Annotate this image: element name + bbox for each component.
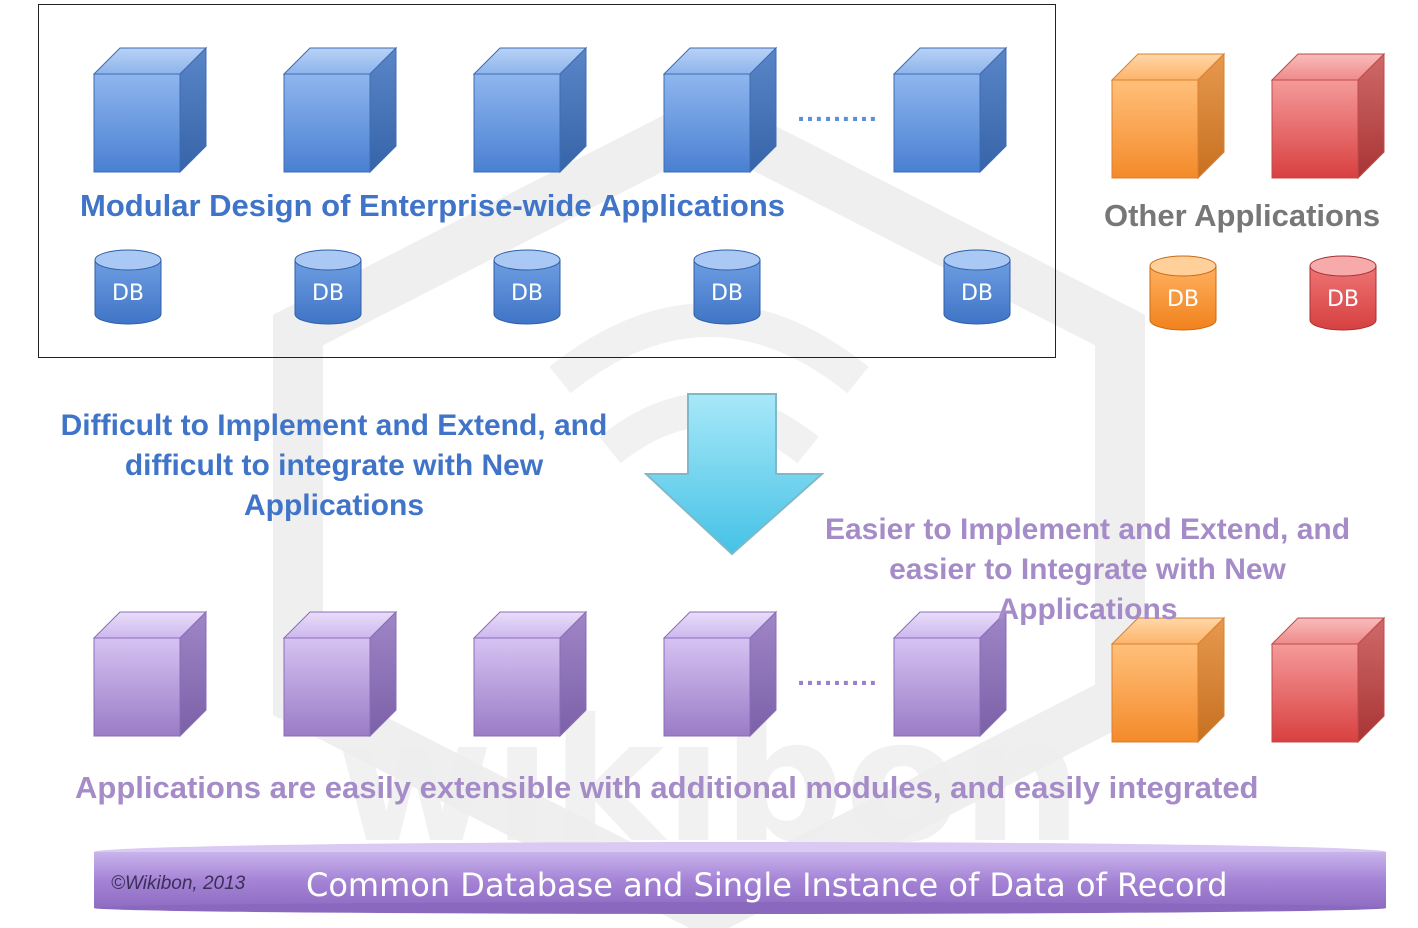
- down-arrow-icon: [644, 393, 824, 556]
- easier-note-line3: Applications: [997, 593, 1178, 626]
- common-database-label: Common Database and Single Instance of D…: [306, 866, 1228, 904]
- easier-note-line2: easier to Integrate with New: [889, 553, 1286, 586]
- easier-note-line1: Easier to Implement and Extend, and: [824, 513, 1351, 546]
- integrated-app-cube-orange: [1110, 616, 1226, 744]
- easier-note: Easier to Implement and Extend, and easi…: [790, 510, 1385, 630]
- difficult-note: Difficult to Implement and Extend, and d…: [24, 406, 644, 526]
- integrated-module-cube: [92, 610, 208, 738]
- database-cylinder: DB: [693, 249, 761, 325]
- integrated-module-cube: [662, 610, 778, 738]
- difficult-note-line2: difficult to integrate with New: [124, 449, 544, 482]
- database-cylinder: DB: [493, 249, 561, 325]
- app-module-cube: [662, 46, 778, 174]
- app-module-cube: [92, 46, 208, 174]
- integrated-module-cube: [472, 610, 588, 738]
- db-label: DB: [1167, 287, 1199, 312]
- difficult-note-line3: Applications: [243, 489, 424, 522]
- difficult-note-line1: Difficult to Implement and Extend, and: [60, 409, 608, 442]
- db-label: DB: [1327, 287, 1359, 312]
- integrated-module-cube: [892, 610, 1008, 738]
- db-label: DB: [312, 281, 344, 306]
- app-module-cube: [892, 46, 1008, 174]
- database-cylinder: DB: [94, 249, 162, 325]
- integrated-module-cube: [282, 610, 398, 738]
- other-db-cylinder-orange: DB: [1149, 255, 1217, 331]
- db-label: DB: [711, 281, 743, 306]
- database-cylinder: DB: [294, 249, 362, 325]
- db-label: DB: [112, 281, 144, 306]
- other-db-cylinder-red: DB: [1309, 255, 1377, 331]
- db-label: DB: [961, 281, 993, 306]
- top-ellipsis: ………: [796, 96, 878, 127]
- common-database-bar: [94, 842, 1386, 914]
- extensibility-caption: Applications are easily extensible with …: [75, 770, 1259, 805]
- app-module-cube: [282, 46, 398, 174]
- other-applications-title: Other Applications: [1104, 198, 1381, 233]
- integrated-app-cube-red: [1270, 616, 1386, 744]
- database-cylinder: DB: [943, 249, 1011, 325]
- other-app-cube-orange: [1110, 52, 1226, 180]
- app-module-cube: [472, 46, 588, 174]
- bottom-ellipsis: ………: [796, 660, 878, 691]
- db-label: DB: [511, 281, 543, 306]
- modular-design-frame: [38, 4, 1056, 358]
- modular-design-title: Modular Design of Enterprise-wide Applic…: [80, 188, 786, 223]
- copyright-text: ©Wikibon, 2013: [111, 873, 246, 894]
- other-app-cube-red: [1270, 52, 1386, 180]
